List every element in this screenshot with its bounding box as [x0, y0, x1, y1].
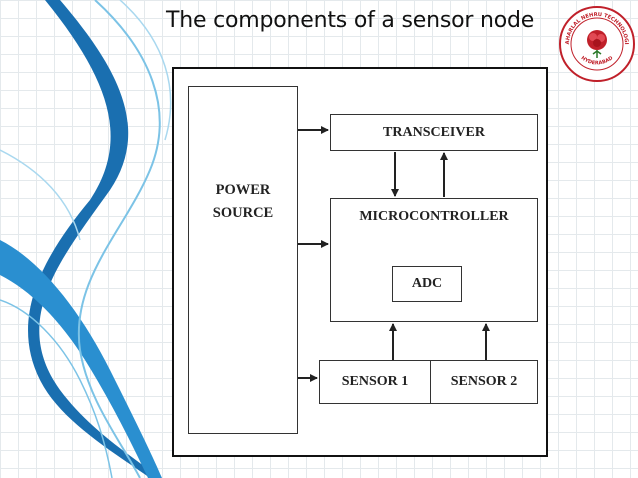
- microcontroller-block: MICROCONTROLLER: [330, 198, 538, 322]
- power-source-label-line2: SOURCE: [212, 205, 274, 221]
- sensor-2-label: SENSOR 2: [450, 374, 518, 389]
- svg-text:HYDERABAD: HYDERABAD: [580, 55, 615, 66]
- power-source-label-line1: POWER: [215, 182, 271, 198]
- sensor-2-block: SENSOR 2: [430, 360, 538, 404]
- sensor-1-block: SENSOR 1: [319, 360, 431, 404]
- power-source-block: POWER SOURCE: [188, 86, 298, 434]
- transceiver-block: TRANSCEIVER: [330, 114, 538, 151]
- university-logo: JAWAHARLAL NEHRU TECHNOLOGICAL HYDERABAD: [557, 4, 635, 82]
- transceiver-label: TRANSCEIVER: [383, 124, 485, 140]
- adc-block: ADC: [392, 266, 462, 302]
- adc-label: ADC: [411, 276, 443, 291]
- microcontroller-label: MICROCONTROLLER: [359, 209, 509, 224]
- slide-title: The components of a sensor node: [166, 8, 535, 33]
- sensor-1-label: SENSOR 1: [341, 374, 409, 389]
